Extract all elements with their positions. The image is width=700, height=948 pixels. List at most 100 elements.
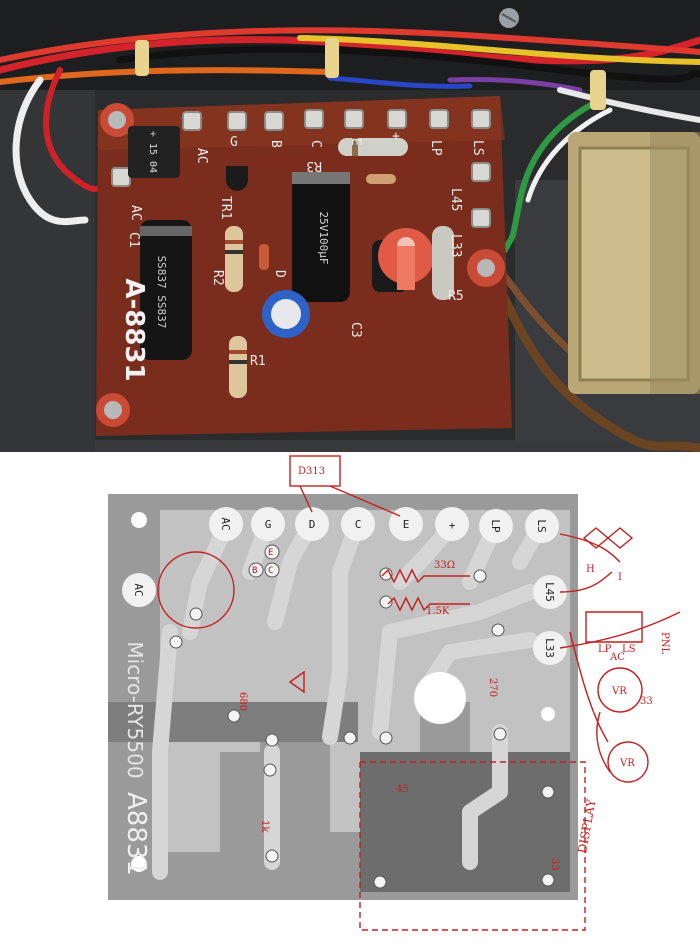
trimmer-red-shaft xyxy=(397,246,415,290)
pad-label-ac-left: AC xyxy=(132,583,145,596)
pcb-board: + 15 04 SS837 SS837 25V100μF xyxy=(96,96,512,436)
small-pad-label-b: B xyxy=(252,566,257,576)
trace xyxy=(152,624,178,880)
pad-label-plus: + xyxy=(449,519,456,532)
resistor-r5 xyxy=(432,226,454,300)
anno-switch-block xyxy=(585,611,643,643)
pad-label-d: D xyxy=(309,518,316,531)
via xyxy=(379,731,393,745)
anno-ls: LS xyxy=(622,644,636,655)
terminal xyxy=(471,208,491,228)
wire-white-left xyxy=(12,76,89,226)
anno-h: H xyxy=(586,564,595,575)
pad-ls xyxy=(525,509,559,543)
silk-ac-top: AC xyxy=(194,148,209,164)
pad-l45 xyxy=(533,575,567,609)
photo-board-id: A-8831 xyxy=(119,278,149,381)
wire-yellow xyxy=(297,35,700,65)
anno-vr1 xyxy=(597,667,643,713)
anno-s33: 33 xyxy=(640,696,653,707)
pad-label-c: C xyxy=(355,518,362,531)
capacitor-main xyxy=(292,172,350,302)
anno-s45: 45 xyxy=(396,784,409,795)
anno-lp: LP xyxy=(598,644,612,655)
via xyxy=(373,875,387,889)
anno-s33b: 33 xyxy=(549,858,560,871)
wire-brown xyxy=(491,275,700,452)
pcb-scan: AC G D C E + LP LS L45 L33 AC B C E xyxy=(0,452,700,948)
silk-l33: L33 xyxy=(448,234,463,257)
via xyxy=(265,733,279,747)
anno-bridge-circle xyxy=(157,551,235,629)
cable-tie xyxy=(135,40,149,76)
via xyxy=(493,727,507,741)
via xyxy=(473,569,487,583)
pad-label-e: E xyxy=(403,518,410,531)
scan-small-pad-labels: B C E xyxy=(252,548,273,576)
pad-label-l33: L33 xyxy=(543,638,556,658)
cable-tie xyxy=(325,38,339,78)
pad-d xyxy=(295,507,329,541)
resistors xyxy=(225,138,454,398)
anno-d313-box xyxy=(289,455,341,487)
pcb-photo: + 15 04 SS837 SS837 25V100μF xyxy=(0,0,700,452)
transformer-shadow xyxy=(650,132,700,394)
silk-tr1: TR1 xyxy=(218,196,233,219)
wire-red xyxy=(0,36,700,74)
terminal xyxy=(227,111,247,131)
silk-c: C xyxy=(308,140,323,148)
scan-board-id: A8831 xyxy=(121,792,151,876)
pad-label-ac: AC xyxy=(219,517,232,530)
capacitor-main-stripe xyxy=(292,172,350,184)
pad-label-ls: LS xyxy=(535,519,548,532)
via xyxy=(379,595,393,609)
terminal xyxy=(344,109,364,129)
pad-c-small xyxy=(264,562,280,578)
pad-ac xyxy=(209,507,243,541)
wire-blue xyxy=(327,75,473,89)
anno-resistor-zigzag xyxy=(381,568,470,584)
pad-label-l45: L45 xyxy=(543,582,556,602)
resistor-r1-band xyxy=(229,360,247,364)
anno-680: 680 xyxy=(237,692,248,711)
scan-pads-top xyxy=(122,507,567,665)
terminal xyxy=(182,111,202,131)
capacitor-blue-top xyxy=(271,299,301,329)
chassis-screw-slot xyxy=(501,13,517,23)
scan-corner-hole xyxy=(131,856,147,872)
terminal xyxy=(111,167,131,187)
anno-pnl: PNL xyxy=(659,632,670,654)
transformer xyxy=(568,132,700,394)
anno-1k: 1k xyxy=(259,820,270,833)
pad-plus xyxy=(435,507,469,541)
mount-screw xyxy=(104,401,122,419)
via xyxy=(189,607,203,621)
scan-center-hole xyxy=(414,672,466,724)
resistor-small xyxy=(366,174,396,184)
anno-1k5: 1.5K xyxy=(426,606,450,617)
scan-corner-hole xyxy=(541,707,555,721)
wire-purple xyxy=(447,76,583,93)
via xyxy=(169,635,183,649)
top-terminals xyxy=(111,109,491,228)
small-pad-label-c: C xyxy=(268,566,273,576)
via xyxy=(265,849,279,863)
wire-white xyxy=(557,87,700,123)
cable-tie xyxy=(590,70,606,110)
pad-ac-left xyxy=(122,573,156,607)
pad-label-g: G xyxy=(265,518,272,531)
pad-c xyxy=(341,507,375,541)
anno-d313: D313 xyxy=(298,466,325,477)
bridge-print: + 15 04 xyxy=(147,131,158,173)
mount-screw xyxy=(477,259,495,277)
anno-270: 270 xyxy=(487,678,498,697)
capacitor-main-print: 25V100μF xyxy=(317,212,330,265)
scan-small-pads xyxy=(169,544,555,889)
terminal xyxy=(304,109,324,129)
anno-lamps xyxy=(582,527,634,549)
anno-vr-wires xyxy=(569,631,611,773)
pad-g xyxy=(251,507,285,541)
anno-resistor-zigzag xyxy=(387,596,470,612)
trace xyxy=(422,632,538,690)
silkscreen-labels: AC AC G B C E + LP LS L45 L33 TR1 R1 R2 … xyxy=(126,129,485,369)
